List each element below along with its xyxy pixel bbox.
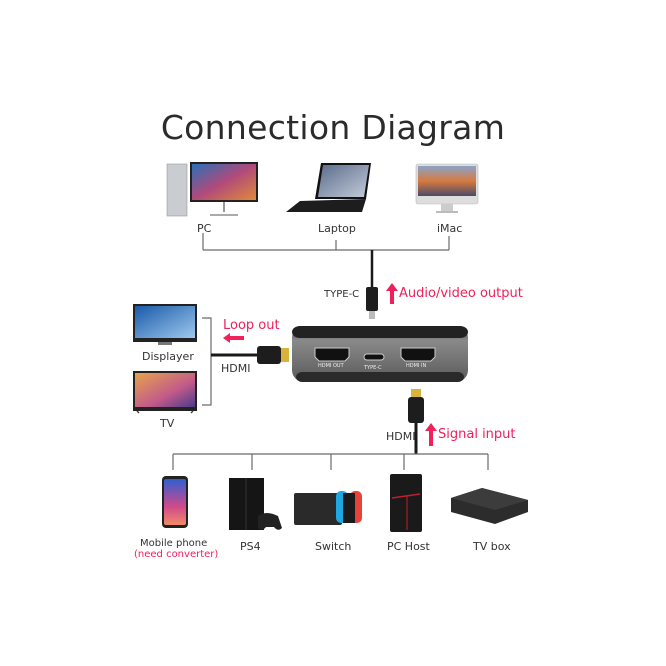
device-label-tv-box: TV box <box>473 540 511 553</box>
need-converter-note: (need converter) <box>134 549 219 560</box>
arrow-left-icon <box>223 333 244 343</box>
pc-tower-icon <box>390 474 422 532</box>
hdmi-loop-cable-label: HDMI <box>221 362 251 375</box>
loop-out-label: Loop out <box>223 318 280 333</box>
diagram-title: Connection Diagram <box>160 108 506 147</box>
port-label-type-c: TYPE-C <box>364 365 382 371</box>
hdmi-input-cable-label: HDMI <box>386 430 416 443</box>
device-label-displayer: Displayer <box>142 350 194 363</box>
capture-device <box>292 326 468 382</box>
port-label-hdmi-in: HDMI IN <box>406 363 427 369</box>
type-c-port <box>363 353 385 361</box>
nintendo-switch-icon <box>294 491 362 525</box>
hdmi-input-cable <box>408 389 424 454</box>
device-label-mobile-phone: Mobile phone <box>140 538 208 549</box>
signal-input-label: Signal input <box>438 427 516 442</box>
hdmi-out-port <box>314 347 350 362</box>
device-label-laptop: Laptop <box>318 222 356 235</box>
top-connector-lines <box>202 233 450 251</box>
left-bracket <box>202 317 212 406</box>
tv-box-icon <box>451 488 528 524</box>
type-c-cable-label: TYPE-C <box>324 289 360 300</box>
imac-icon <box>415 163 479 213</box>
ps4-console-icon <box>229 478 282 530</box>
monitor-icon <box>133 304 197 345</box>
device-label-switch: Switch <box>315 540 352 553</box>
device-label-pc-host: PC Host <box>387 540 430 553</box>
laptop-icon <box>286 163 371 212</box>
tv-icon <box>133 371 197 414</box>
desktop-pc-icon <box>166 162 258 217</box>
bottom-connector-lines <box>172 453 489 470</box>
device-label-ps4: PS4 <box>240 540 261 553</box>
port-label-hdmi-out: HDMI OUT <box>318 363 344 369</box>
device-label-tv: TV <box>160 417 175 430</box>
type-c-cable <box>366 250 378 319</box>
mobile-phone-icon <box>162 476 188 528</box>
hdmi-in-port <box>400 347 436 362</box>
device-label-imac: iMac <box>437 222 463 235</box>
hdmi-loop-cable <box>211 346 289 364</box>
device-label-pc: PC <box>197 222 212 235</box>
arrow-up-icon <box>425 423 437 446</box>
audio-video-output-label: Audio/video output <box>399 286 523 301</box>
arrow-up-icon <box>386 283 398 304</box>
